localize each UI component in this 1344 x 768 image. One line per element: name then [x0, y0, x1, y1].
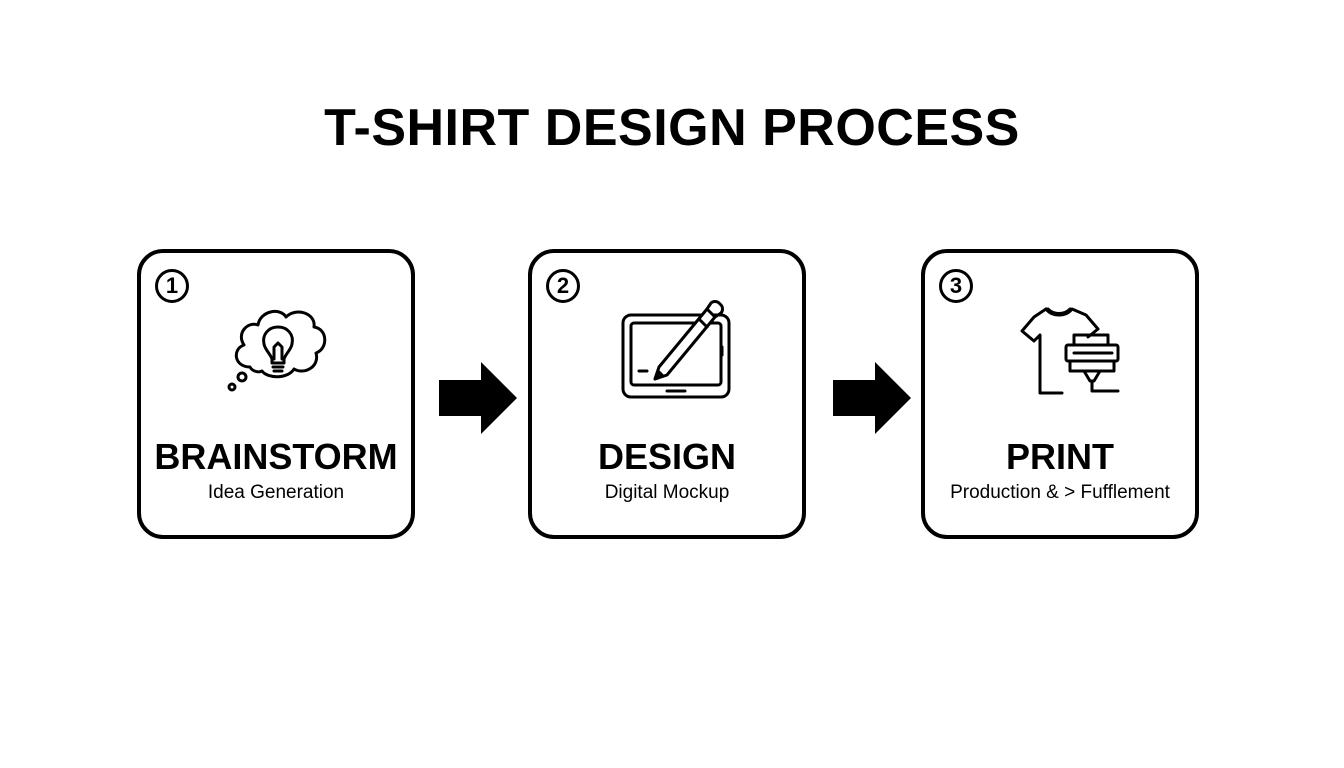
tablet-pencil-icon: [621, 300, 731, 399]
step-subtitle: Idea Generation: [207, 482, 345, 503]
step-subtitle: Digital Mockup: [604, 482, 730, 503]
step-title: BRAINSTORM: [154, 436, 398, 477]
right-arrow-icon: [439, 362, 517, 434]
lightbulb-thought-icon: [227, 309, 327, 392]
step-number-badge: 3: [939, 269, 973, 303]
step-title: DESIGN: [597, 436, 737, 477]
step-title: PRINT: [1006, 436, 1114, 477]
step-card-print: 3 PRINT Production & > Fufflement: [921, 249, 1199, 539]
tshirt-printer-icon: [1020, 307, 1120, 395]
step-card-design: 2 DESIGN Digital Mockup: [528, 249, 806, 539]
step-number-badge: 2: [546, 269, 580, 303]
step-number-badge: 1: [155, 269, 189, 303]
step-subtitle: Production & > Fufflement: [950, 482, 1170, 503]
step-card-brainstorm: 1 BRAINSTORM Idea Generation: [137, 249, 415, 539]
right-arrow-icon: [833, 362, 911, 434]
diagram-title: T-SHIRT DESIGN PROCESS: [324, 99, 1020, 157]
